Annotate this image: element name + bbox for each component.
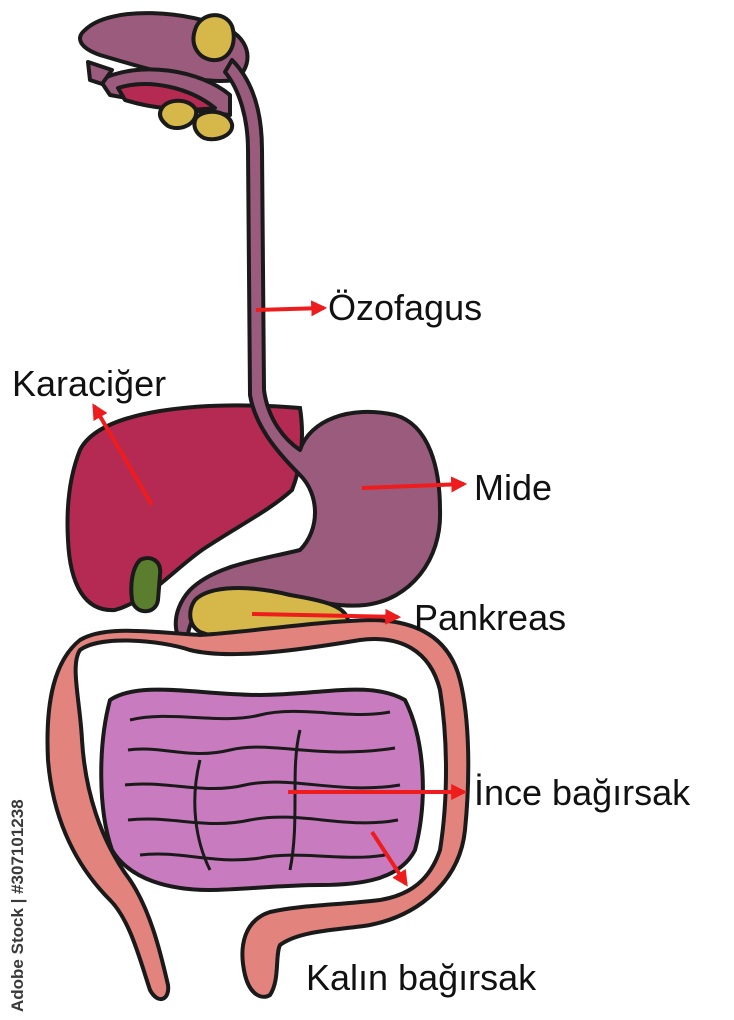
label-liver: Karaciğer xyxy=(12,366,166,402)
label-large-intestine: Kalın bağırsak xyxy=(306,960,536,996)
esophagus-stomach-shape xyxy=(176,60,440,650)
stock-watermark: Adobe Stock | #307101238 xyxy=(8,799,28,1012)
gallbladder-shape xyxy=(131,558,160,611)
small-intestine-shape xyxy=(101,690,423,890)
arrow-esophagus xyxy=(256,308,324,310)
label-small-intestine: İnce bağırsak xyxy=(474,775,690,811)
label-esophagus: Özofagus xyxy=(328,290,482,326)
label-stomach: Mide xyxy=(474,470,552,506)
label-pancreas: Pankreas xyxy=(414,600,566,636)
